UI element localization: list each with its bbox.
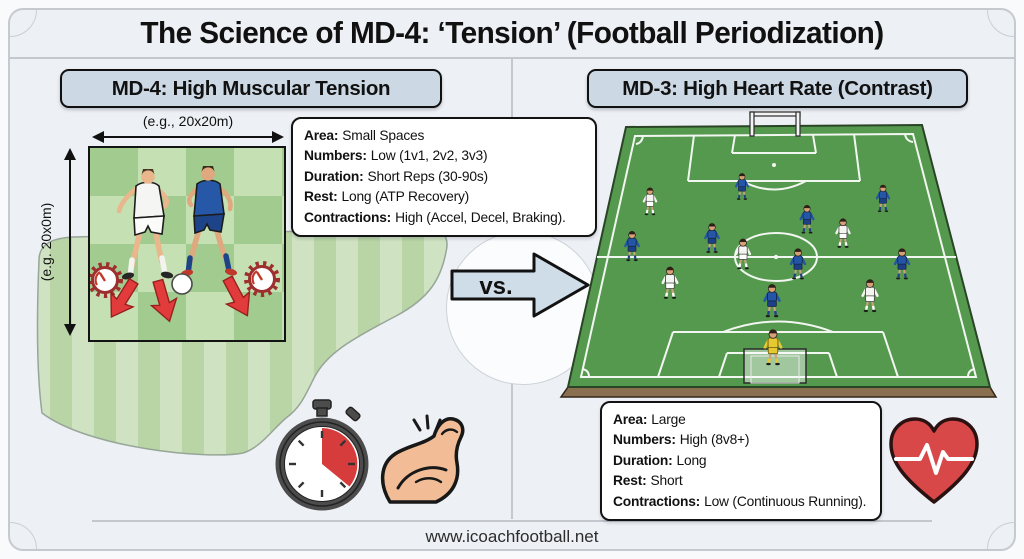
player-figure [763, 284, 781, 318]
player-figure [763, 329, 783, 366]
blue-player-illustration [180, 166, 238, 277]
footer-divider [92, 520, 932, 522]
md4-info-box: Area:Small Spaces Numbers:Low (1v1, 2v2,… [291, 117, 597, 238]
full-pitch-illustration [559, 111, 998, 398]
footer-website: www.icoachfootball.net [425, 527, 599, 546]
player-figure [861, 279, 879, 313]
versus-arrow: vs. [450, 252, 590, 318]
player-figure [789, 248, 807, 280]
player-figure [704, 223, 720, 253]
width-dimension-arrow [92, 131, 284, 143]
right-panel-header: MD-3: High Heart Rate (Contrast) [587, 69, 968, 108]
info-row: Area:Large [613, 412, 686, 427]
player-figure [624, 230, 640, 262]
heart-rate-icon [889, 417, 979, 504]
gear-clock-icon [244, 261, 280, 297]
acceleration-arrows [110, 275, 251, 323]
small-sided-game-illustration [88, 146, 286, 342]
pitch-width-label: (e.g., 20x20m) [142, 113, 234, 129]
player-figure [734, 238, 752, 270]
info-row: Contractions:High (Accel, Decel, Braking… [304, 209, 566, 225]
height-dimension-arrow [64, 148, 76, 336]
white-player-illustration [116, 169, 174, 280]
versus-label: vs. [479, 273, 512, 300]
players-group [624, 173, 911, 366]
title-divider [10, 57, 1014, 59]
info-row: Numbers:Low (1v1, 2v2, 3v3) [304, 148, 488, 164]
page-title: The Science of MD-4: ‘Tension’ (Football… [140, 14, 884, 50]
gear-clock-icon [90, 262, 123, 298]
info-row: Contractions:Low (Continuous Running). [613, 493, 867, 509]
info-row: Area:Small Spaces [304, 128, 425, 143]
info-row: Duration:Short Reps (30-90s) [304, 168, 488, 184]
player-figure [875, 184, 891, 213]
top-goal [749, 111, 801, 137]
player-figure [893, 248, 911, 280]
info-row: Rest:Long (ATP Recovery) [304, 189, 470, 205]
pitch-height-label: (e.g. 20x0m) [38, 202, 54, 282]
info-row: Numbers:High (8v8+) [613, 432, 750, 448]
flexed-biceps-icon [381, 414, 465, 504]
info-row: Duration:Long [613, 452, 707, 468]
player-figure [799, 204, 815, 234]
ball-icon [171, 273, 193, 295]
md3-info-box: Area:Large Numbers:High (8v8+) Duration:… [600, 401, 882, 522]
player-figure [835, 218, 851, 248]
player-figure [661, 266, 679, 299]
player-figure [642, 187, 658, 216]
info-row: Rest:Short [613, 473, 683, 489]
left-panel-header: MD-4: High Muscular Tension [60, 69, 442, 108]
stopwatch-icon [275, 399, 369, 511]
player-figure [734, 173, 750, 200]
